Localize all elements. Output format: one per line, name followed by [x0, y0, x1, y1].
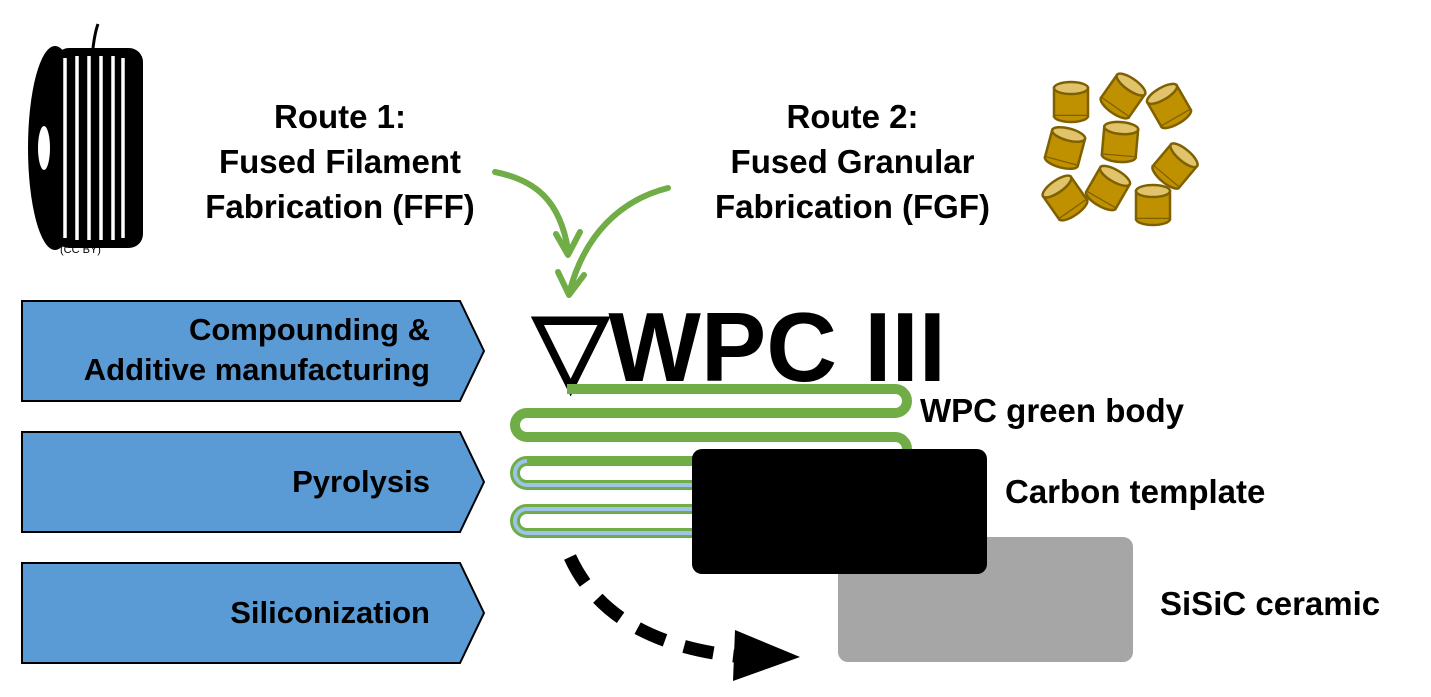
carbon-block	[692, 449, 987, 574]
step-compounding-shape	[21, 300, 486, 402]
spool-credit: (CC BY)	[60, 244, 101, 256]
step-compounding-label: Compounding & Additive manufacturing	[20, 310, 430, 390]
route-2-line-2: Fused Granular	[730, 143, 975, 180]
route-1-line-3: Fabrication (FFF)	[205, 188, 475, 225]
wpc-title: ▽WPC III	[533, 298, 946, 396]
step-siliconization-label: Siliconization	[230, 595, 430, 630]
wpc-title-text: WPC III	[608, 292, 946, 402]
curved-arrow-icon	[492, 169, 671, 298]
stage-ceramic-label: SiSiC ceramic	[1160, 585, 1381, 622]
stage-carbon-label: Carbon template	[1005, 473, 1266, 510]
granules-icon	[1038, 68, 1203, 227]
route-1-line-1: Route 1:	[274, 98, 406, 135]
step-pyrolysis-shape	[21, 431, 486, 533]
route-2-line-3: Fabrication (FGF)	[715, 188, 990, 225]
dashed-arrow-icon	[564, 554, 800, 681]
route-1-line-2: Fused Filament	[218, 143, 462, 180]
filament-spool-icon	[28, 23, 143, 250]
route-1-label: Route 1: Fused Filament Fabrication (FFF…	[180, 94, 500, 229]
route-2-label: Route 2: Fused Granular Fabrication (FGF…	[690, 94, 1015, 229]
triangle-symbol: ▽	[533, 292, 609, 402]
step-siliconization-shape	[21, 562, 486, 664]
route-2-line-1: Route 2:	[786, 98, 919, 135]
stage-green-body-label: WPC green body	[920, 392, 1185, 429]
step-compounding-line-2: Additive manufacturing	[83, 352, 430, 387]
step-pyrolysis-label: Pyrolysis	[292, 464, 430, 499]
step-compounding-line-1: Compounding &	[188, 312, 430, 347]
